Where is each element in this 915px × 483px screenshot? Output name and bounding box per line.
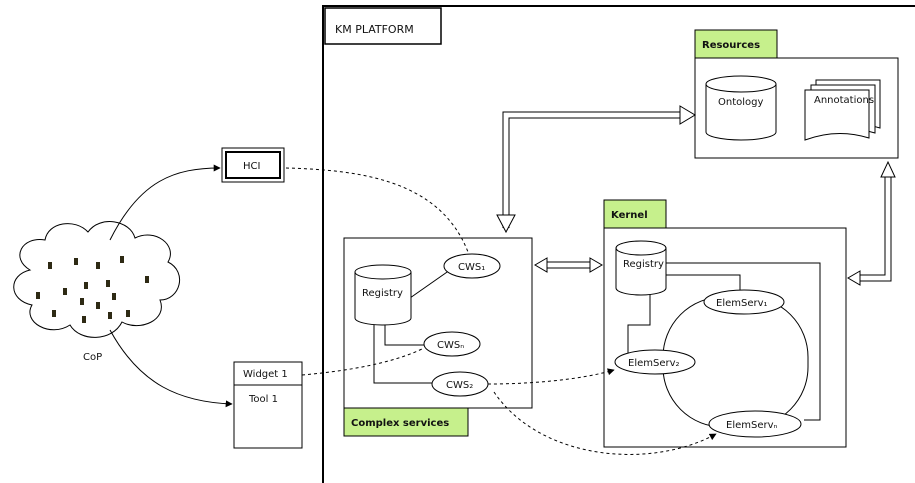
cop-arrows: [109, 164, 233, 408]
complex-registry-label: Registry: [362, 288, 403, 299]
resources-box: Resources Ontology Annotations: [694, 29, 899, 159]
elemserv-1-label: ElemServ₁: [716, 298, 768, 309]
ontology-label: Ontology: [718, 97, 763, 108]
cop-label: CoP: [83, 352, 102, 363]
platform-title: KM PLATFORM: [335, 23, 414, 36]
cws-2: CWS₂: [431, 371, 489, 397]
resources-title: Resources: [702, 40, 760, 51]
elemserv-n-label: ElemServₙ: [726, 420, 778, 431]
elemserv-2-label: ElemServ₂: [628, 358, 680, 369]
annotations-label: Annotations: [814, 95, 874, 106]
km-platform-frame: KM PLATFORM: [322, 5, 915, 483]
cws-1: CWS₁: [443, 253, 501, 279]
complex-registry: Registry: [354, 264, 412, 326]
hci-label: HCI: [243, 161, 260, 172]
hci-box: HCI: [221, 147, 285, 183]
kernel-registry-label: Registry: [623, 259, 664, 270]
cws-1-label: CWS₁: [458, 262, 485, 273]
double-arrows: [496, 105, 896, 286]
kernel-box: Kernel Registry ElemServ₁ ElemServ₂ Elem…: [603, 199, 847, 448]
cop-cloud: CoP: [13, 221, 180, 363]
ontology-cylinder: Ontology: [705, 75, 777, 141]
annotations-documents: Annotations: [804, 79, 881, 141]
widget-tool-box: Widget 1 Tool 1: [233, 361, 303, 449]
cws-n: CWSₙ: [423, 331, 481, 357]
cws-n-label: CWSₙ: [437, 340, 464, 351]
complex-title: Complex services: [351, 418, 449, 429]
elemserv-1: ElemServ₁: [703, 289, 785, 315]
widget-label: Widget 1: [243, 369, 288, 380]
kernel-title: Kernel: [611, 210, 648, 221]
community-people-icons: [36, 256, 149, 323]
complex-services-box: Complex services Registry CWS₁ CWSₙ CWS₂: [343, 237, 533, 437]
dotted-links: [285, 167, 717, 455]
cws-2-label: CWS₂: [446, 380, 473, 391]
elemserv-n: ElemServₙ: [708, 410, 802, 438]
tool-label: Tool 1: [248, 394, 278, 405]
elemserv-2: ElemServ₂: [614, 349, 696, 375]
kernel-registry: Registry: [615, 240, 667, 296]
